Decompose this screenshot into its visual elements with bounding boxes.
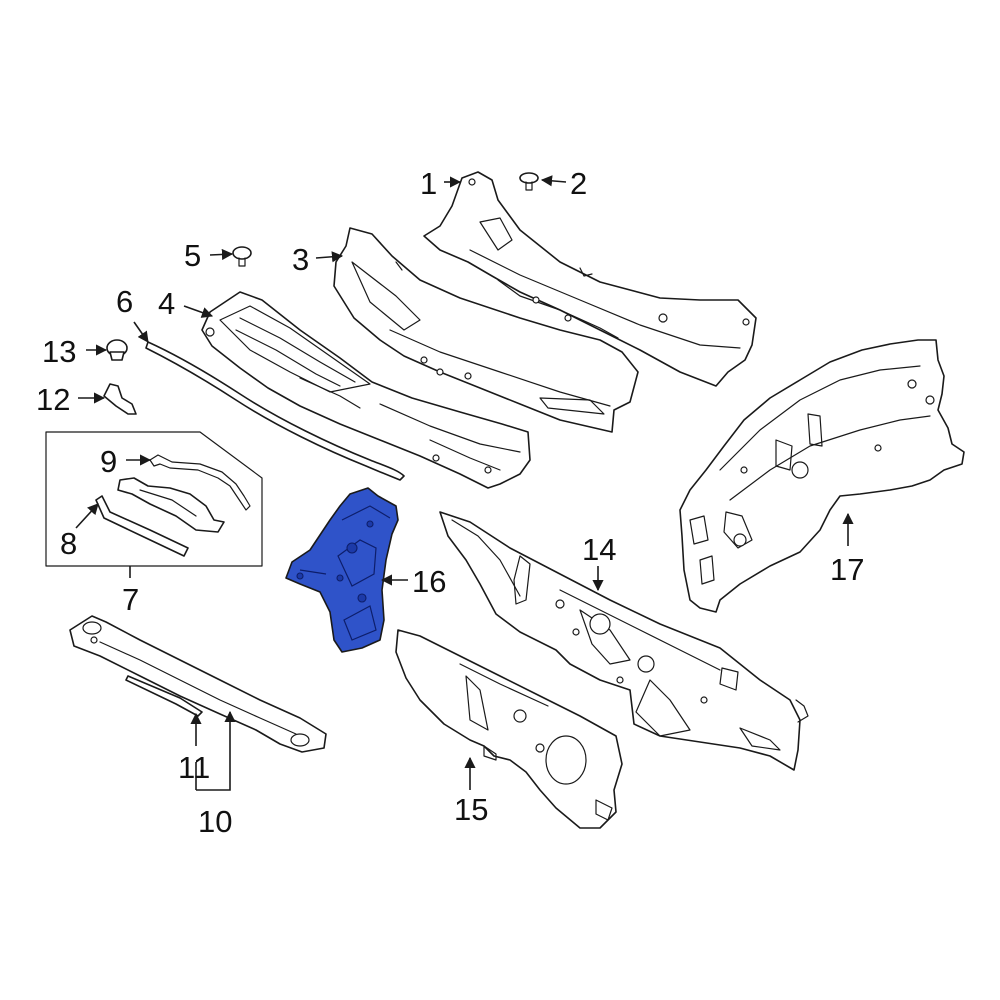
leader-6 [133,321,149,343]
callout-10: 10 [198,804,232,839]
callout-14: 14 [582,532,616,567]
part-3-cowl-cover[interactable] [333,227,639,433]
leader-4 [183,305,214,318]
part-13-grommet[interactable] [106,339,128,361]
callout-7: 7 [122,582,139,617]
part-9-seal[interactable] [117,454,251,533]
callout-6: 6 [116,284,133,319]
part-17-dash-panel[interactable] [679,339,965,613]
leader-8 [75,503,99,529]
part-16-highlighted-insulator[interactable] [285,487,399,653]
group-7-frame [45,431,263,567]
part-14-dash-insulator[interactable] [439,511,809,771]
callout-13: 13 [42,334,76,369]
callout-15: 15 [454,792,488,827]
callout-5: 5 [184,238,201,273]
part-16-hole [346,542,358,554]
callout-1: 1 [420,166,437,201]
callout-8: 8 [60,526,77,561]
callout-9: 9 [100,444,117,479]
part-16-body [285,487,399,653]
callout-3: 3 [292,242,309,277]
part-15-lower-insulator[interactable] [395,629,623,829]
part-8-seal-strip[interactable] [95,495,189,557]
callout-12: 12 [36,382,70,417]
leader-2 [540,175,567,187]
leader-5 [209,248,234,261]
callout-16: 16 [412,564,446,599]
part-11-strip[interactable] [125,675,203,717]
part-12-bracket[interactable] [103,383,137,415]
part-4-cowl-grille[interactable] [201,291,531,489]
part-5-clip[interactable] [232,246,252,267]
callout-11: 11 [178,750,210,785]
leader-3 [315,251,344,263]
part-1-cowl-top-panel[interactable] [423,171,757,387]
part-10-cross-member[interactable] [69,615,327,753]
callout-2: 2 [570,166,587,201]
part-6-weatherstrip[interactable] [145,341,405,481]
callout-4: 4 [158,286,175,321]
part-2-clip[interactable] [519,172,539,191]
leader-10 [195,712,230,791]
callout-17: 17 [830,552,864,587]
